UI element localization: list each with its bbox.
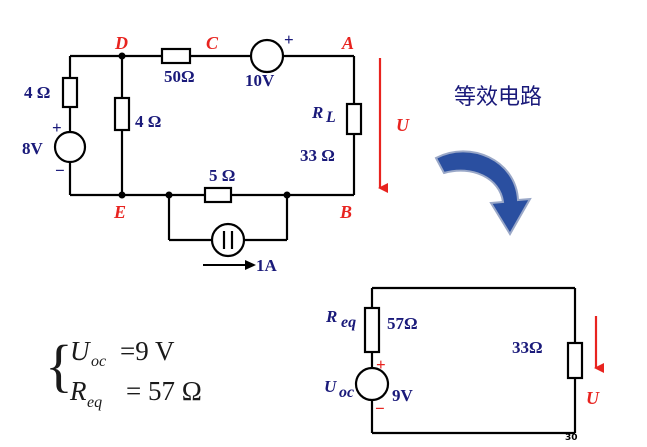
eq-uoc-main: U [70,336,91,366]
resistor-mid-4ohm [113,96,131,132]
eq-resistor-req [363,306,381,354]
transform-arrow [434,150,532,236]
circuit-equivalent [354,286,584,435]
resistor-top-50ohm [160,47,192,65]
label-rl-value: 33 Ω [300,146,335,165]
resistor-left-4ohm [61,76,79,109]
eq-req-main: R [69,376,87,406]
label-r-top: 50Ω [164,67,195,86]
eq-resistor-load [566,341,584,380]
eq-label-req-sub: eq [341,314,356,331]
eq-voltage-source [354,366,390,402]
heading-equivalent-circuit: 等效电路 [454,85,542,110]
label-r-left: 4 Ω [24,83,50,102]
plus-10v: + [284,30,294,49]
junction-cs-right [283,191,291,199]
label-voltage-u: U [396,115,410,135]
resistor-load-33ohm [345,102,363,136]
label-rl-sub: L [325,109,336,126]
eq-label-req-value: 57Ω [387,314,418,333]
eq-label-uoc-sub: oc [339,384,354,401]
voltage-source-10v [249,38,285,74]
junction-e [118,191,126,199]
eq-req-sub: eq [87,394,102,411]
resistor-bottom-5ohm [203,186,233,204]
eq-uoc-sub: oc [91,353,106,370]
minus-8v: − [55,161,65,180]
junction-d [118,52,126,60]
eq-minus: − [375,399,385,418]
circuit-original [53,38,363,258]
plus-8v: + [52,118,62,137]
eq-label-voltage-u: U [586,388,600,408]
label-src-10v: 10V [245,71,275,90]
eq-uoc-value: =9 V [120,336,175,366]
page-number: 30 [565,433,578,443]
eq-label-rl-value: 33Ω [512,338,543,357]
label-r-bottom: 5 Ω [209,166,235,185]
eq-label-uoc-main: U [324,377,337,396]
label-current-1a: 1A [256,256,278,275]
voltage-source-8v [53,130,87,164]
node-label-c: C [206,33,219,53]
label-src-8v: 8V [22,139,44,158]
current-source-1a [210,222,246,258]
eq-label-req-main: R [325,307,337,326]
node-label-a: A [341,33,354,53]
brace: { [45,333,73,398]
label-rl-name: R [311,103,323,122]
eq-req-value: = 57 Ω [126,376,202,406]
node-label-b: B [339,202,352,222]
node-label-e: E [113,202,126,222]
eq-plus: + [376,355,386,374]
eq-label-uoc-value: 9V [392,386,414,405]
node-label-d: D [114,33,128,53]
current-arrow-head [245,260,256,270]
junction-cs-left [165,191,173,199]
label-r-mid: 4 Ω [135,112,161,131]
